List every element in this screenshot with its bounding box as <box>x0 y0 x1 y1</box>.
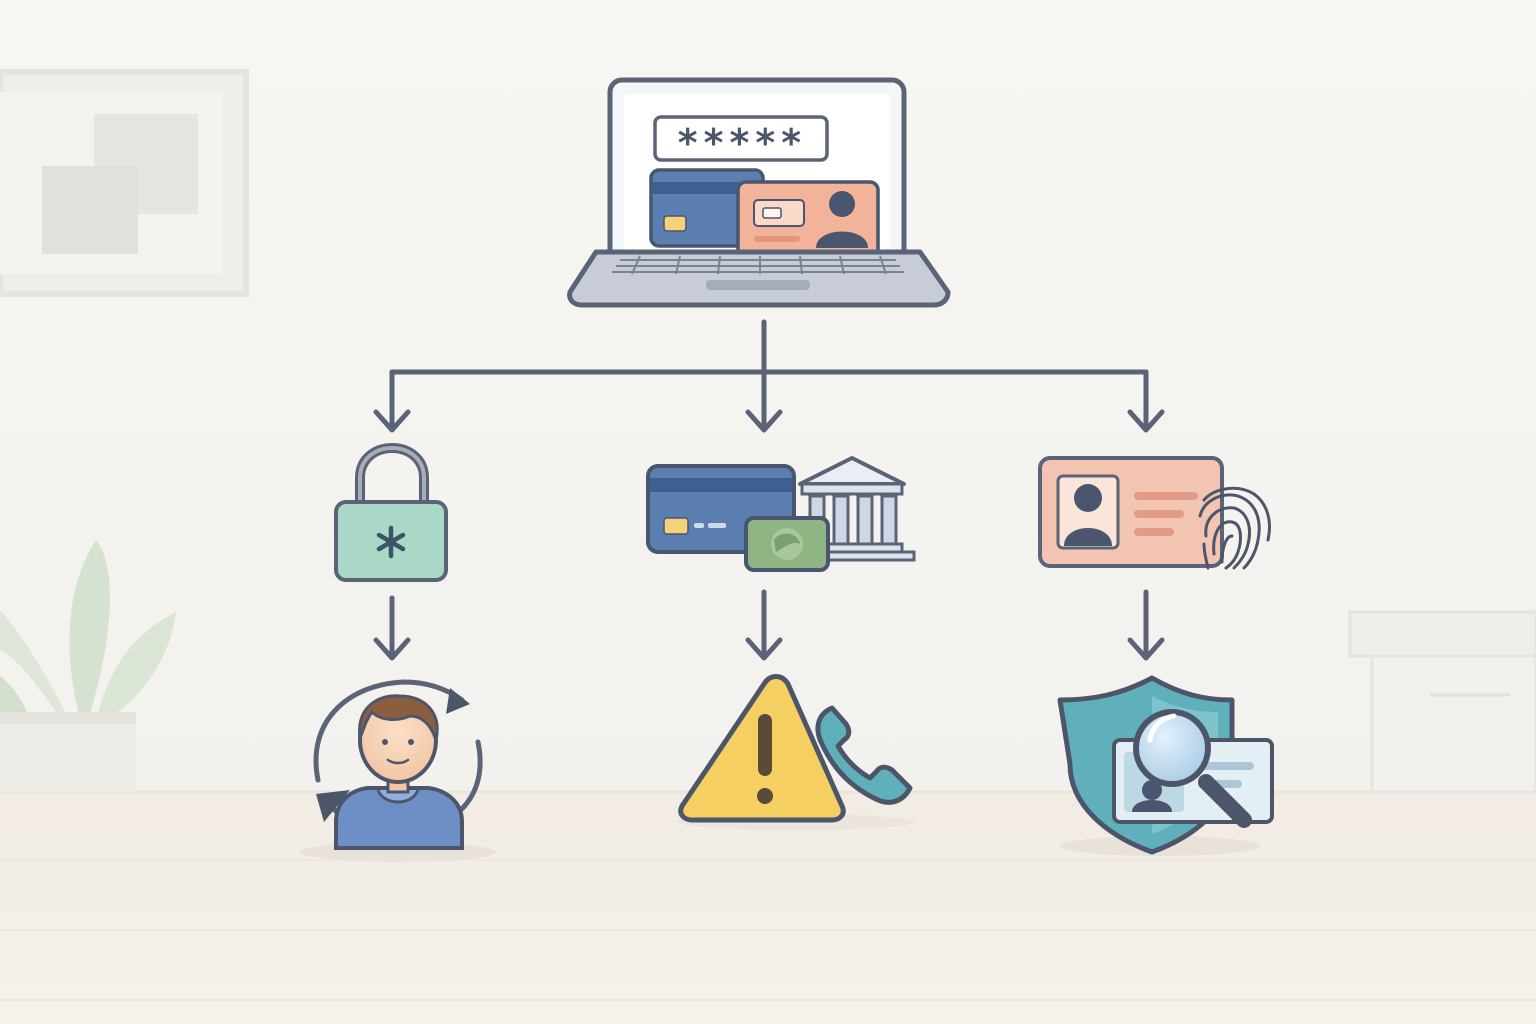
arrow-left-top <box>373 369 411 433</box>
account-takeover-user-cycle-icon <box>300 679 496 862</box>
arrow-center-bottom <box>745 589 783 661</box>
arrow-right-bottom <box>1127 589 1165 661</box>
plant-icon <box>0 540 176 792</box>
bank-building-icon <box>794 456 916 562</box>
bank-card-money-building-icon <box>646 456 916 572</box>
password-field <box>653 115 829 162</box>
id-card-fingerprint-icon <box>1038 456 1271 570</box>
laptop-icon: ***** <box>567 77 951 308</box>
credit-card-icon <box>649 168 765 248</box>
floor-planks <box>0 859 1536 1001</box>
arrow-left-bottom <box>373 595 411 661</box>
cabinet <box>1348 610 1536 794</box>
keyboard <box>612 255 904 275</box>
fingerprint-icon <box>1198 486 1271 570</box>
arrow-center-top <box>745 369 783 433</box>
floor <box>0 792 1536 1024</box>
padlock-asterisk-icon <box>334 443 448 582</box>
arrow-right-top <box>1127 369 1165 433</box>
phone-handset-icon <box>815 705 913 805</box>
magnifier-icon <box>1133 709 1252 828</box>
flow-connectors <box>373 319 1165 661</box>
money-icon <box>744 516 830 572</box>
id-card-icon <box>736 180 880 262</box>
trackpad <box>706 280 810 290</box>
password-mask: ***** <box>676 121 805 165</box>
warning-phone-call-icon <box>676 674 916 830</box>
wall-picture-frame <box>0 69 249 297</box>
shield-id-magnifier-icon <box>1057 675 1274 856</box>
